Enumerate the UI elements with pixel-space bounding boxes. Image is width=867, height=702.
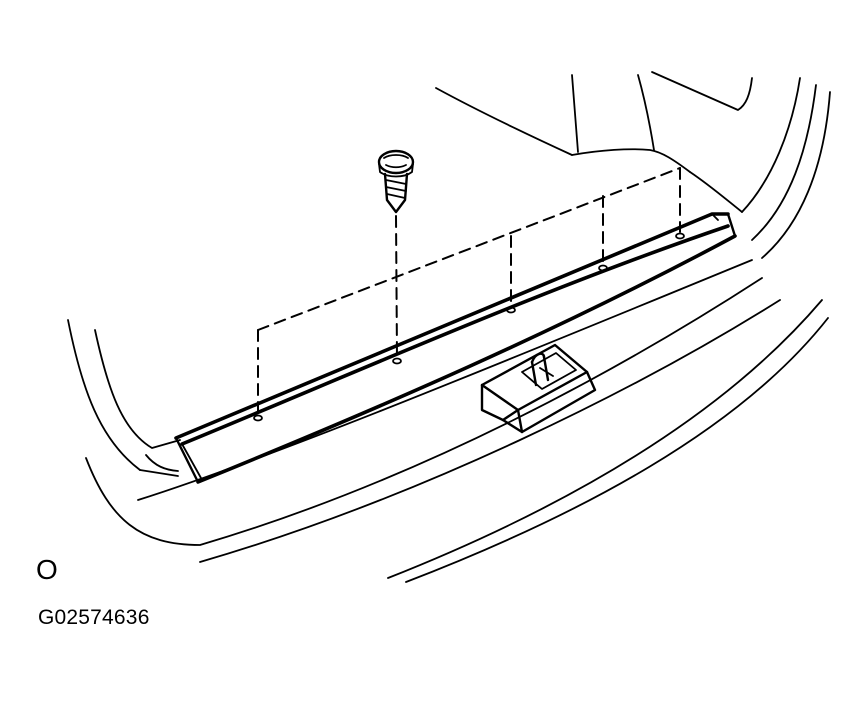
- interior-trim: [435, 71, 753, 213]
- latch-striker: [480, 343, 597, 434]
- rear-bumper: [85, 259, 829, 583]
- screw-holes: [253, 232, 685, 422]
- screw-hole: [506, 306, 516, 314]
- screw-hole: [598, 264, 608, 272]
- figure-id: G02574636: [38, 606, 150, 629]
- installation-guides: [257, 167, 681, 413]
- screw-icon: [377, 149, 415, 214]
- screw-hole: [392, 357, 402, 365]
- screw-hole: [253, 414, 263, 422]
- figure-marker: O: [36, 554, 58, 585]
- cargo-floor: [67, 319, 181, 477]
- scuff-plate: [174, 212, 737, 484]
- body-side-right: [741, 77, 831, 259]
- screw-hole: [675, 232, 685, 240]
